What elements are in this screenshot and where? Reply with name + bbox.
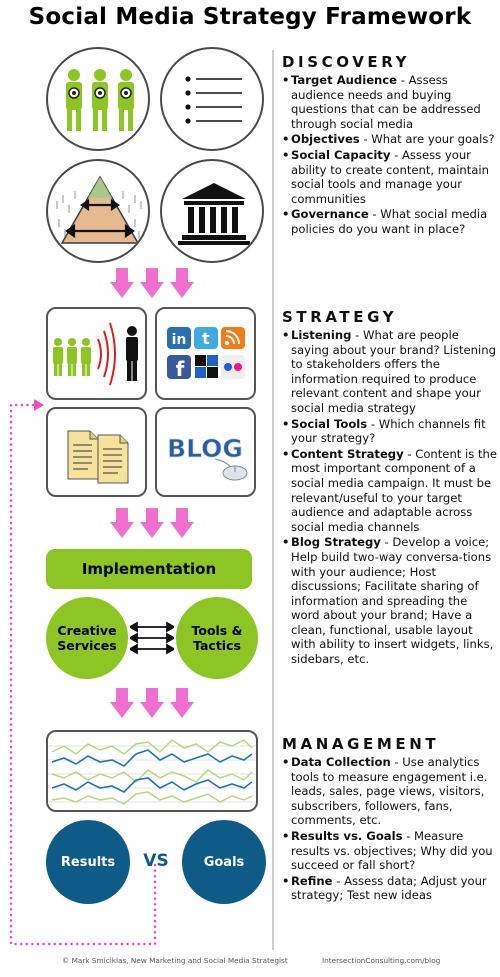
social-capacity-circle: [46, 159, 150, 263]
discovery-item: Governance - What social media policies …: [282, 207, 498, 236]
strategy-item-text: - What are people saying about your bran…: [291, 328, 496, 415]
discovery-item-term: Governance: [291, 207, 369, 222]
strategy-heading: STRATEGY: [282, 308, 398, 326]
strategy-item: Listening - What are people saying about…: [282, 328, 498, 416]
target-audience-circle: [46, 47, 150, 151]
discovery-item-term: Objectives: [291, 132, 360, 147]
management-item: Refine - Assess data; Adjust your strate…: [282, 874, 498, 903]
discovery-heading: DISCOVERY: [282, 53, 411, 71]
analytics-box: [46, 730, 258, 812]
discovery-item-term: Target Audience: [291, 73, 398, 87]
blog-mouse-icon: BLOG: [167, 434, 248, 481]
management-heading: MANAGEMENT: [282, 735, 440, 753]
strategy-item-term: Content Strategy: [291, 446, 404, 461]
management-item-text: - Assess data; Adjust your strategy; Tes…: [291, 873, 487, 903]
content-box: [46, 407, 147, 497]
bullet-list-icon: [185, 76, 242, 124]
results-circle: Results: [46, 820, 130, 904]
feedback-loop-dotted-arrow: [9, 399, 157, 946]
strategy-item: Social Tools - Which channels fit your s…: [282, 417, 498, 446]
discovery-item-text: - Assess audience needs and buying quest…: [291, 73, 481, 131]
exchange-arrows-icon: [130, 621, 174, 655]
twitter-letter: t: [202, 329, 210, 348]
people-target-icon: [66, 69, 134, 131]
goals-circle: Goals: [182, 820, 266, 904]
social-logos-icon: in t f: [167, 327, 245, 381]
page-title: Social Media Strategy Framework: [28, 4, 472, 30]
footer-url[interactable]: IntersectionConsulting.com/blog: [322, 956, 441, 965]
down-arrows-strategy: [110, 508, 194, 538]
social-tools-box: in t f: [155, 307, 256, 400]
discovery-section: DISCOVERY Target Audience - Assess audie…: [282, 53, 498, 238]
svg-text:f: f: [176, 357, 185, 381]
discovery-item-text: - What social media policies do you want…: [291, 207, 488, 236]
documents-icon: [67, 430, 129, 484]
line-graph-icon: [48, 739, 256, 805]
discovery-item: Social Capacity - Assess your ability to…: [282, 148, 498, 206]
governance-circle: [160, 159, 264, 263]
management-item-term: Refine: [291, 873, 333, 888]
strategy-item-term: Blog Strategy: [291, 535, 381, 550]
discovery-item-text: - Assess your ability to create content,…: [291, 147, 489, 206]
management-list: Data Collection - Use analytics tools to…: [282, 755, 498, 903]
strategy-list: Listening - What are people saying about…: [282, 328, 498, 667]
blog-box: BLOG: [155, 407, 256, 497]
management-item-text: - Use analytics tools to measure engagem…: [291, 755, 488, 828]
management-item-text: - Measure results vs. objectives; Why di…: [291, 828, 493, 873]
strategy-item-term: Social Tools: [291, 416, 368, 431]
management-section: MANAGEMENT Data Collection - Use analyti…: [282, 735, 498, 904]
management-item-term: Results vs. Goals: [291, 828, 403, 843]
footer-credit: © Mark Smiciklas, New Marketing and Soci…: [62, 956, 288, 965]
discovery-item-text: - What are your goals?: [359, 132, 495, 147]
strategy-item: Blog Strategy - Develop a voice; Help bu…: [282, 535, 498, 666]
discovery-list: Target Audience - Assess audience needs …: [282, 73, 498, 237]
tools-tactics-circle: Tools & Tactics: [176, 597, 258, 679]
strategy-item-term: Listening: [291, 328, 352, 342]
implementation-banner: Implementation: [46, 549, 252, 589]
management-item-term: Data Collection: [291, 755, 391, 769]
building-columns-icon: [178, 183, 250, 245]
strategy-item: Content Strategy - Content is the most i…: [282, 447, 498, 535]
down-arrows-discovery: [110, 268, 194, 298]
discovery-item: Target Audience - Assess audience needs …: [282, 73, 498, 131]
strategy-item-text: - Which channels fit your strategy?: [291, 416, 486, 446]
pyramid-icon: [56, 175, 142, 244]
listening-box: [46, 307, 147, 400]
down-arrows-implementation: [110, 688, 194, 718]
creative-services-circle: Creative Services: [46, 597, 128, 679]
discovery-item: Objectives - What are your goals?: [282, 132, 498, 147]
discovery-item-term: Social Capacity: [291, 147, 391, 162]
blog-word: BLOG: [167, 434, 243, 463]
strategy-section: STRATEGY Listening - What are people say…: [282, 308, 498, 668]
management-item: Data Collection - Use analytics tools to…: [282, 755, 498, 828]
column-divider: [272, 50, 274, 950]
objectives-circle: [160, 47, 264, 151]
management-item: Results vs. Goals - Measure results vs. …: [282, 829, 498, 873]
strategy-item-text: - Content is the most important componen…: [291, 446, 497, 534]
strategy-item-text: - Develop a voice; Help build two-way co…: [291, 535, 494, 667]
listening-people-icon: [53, 322, 138, 386]
versus-label: VS: [143, 851, 169, 871]
linkedin-letters: in: [172, 332, 187, 348]
